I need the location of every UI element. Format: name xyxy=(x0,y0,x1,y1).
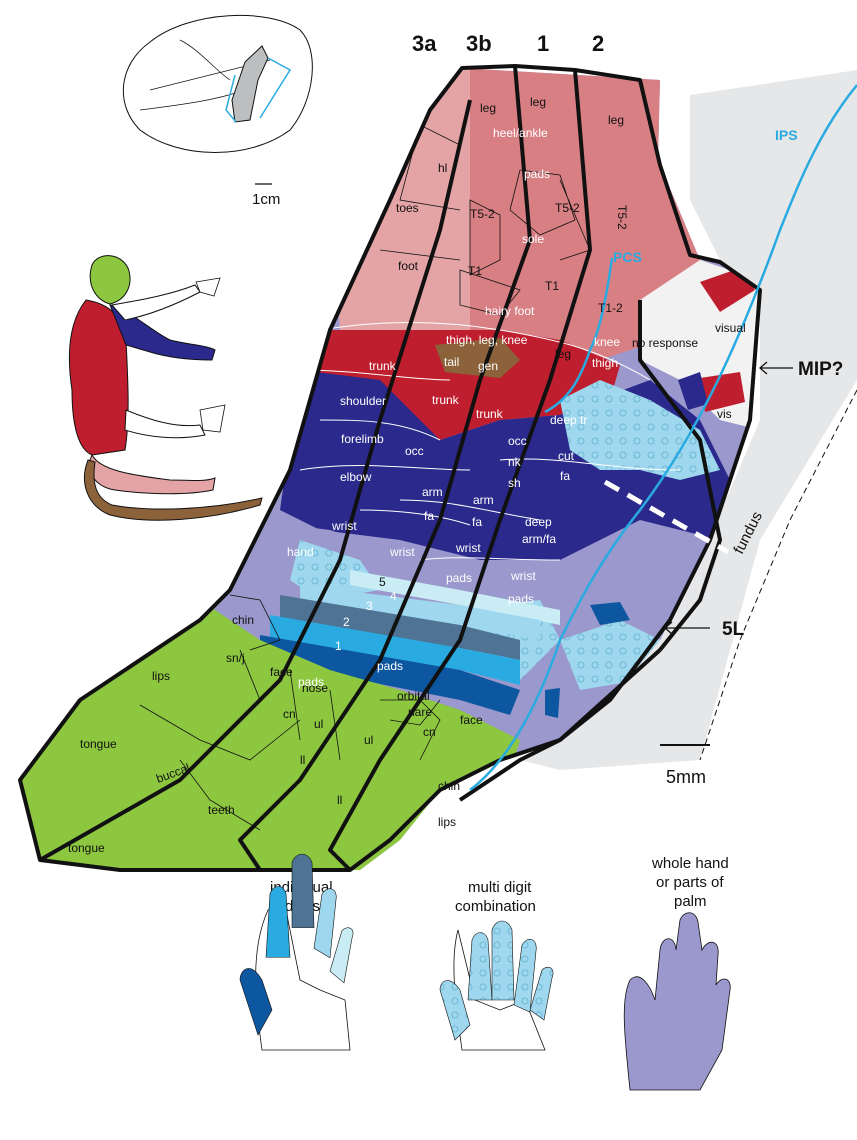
label-forelimb: forelimb xyxy=(341,432,384,446)
pcs-label: PCS xyxy=(613,249,642,265)
mip-label: MIP? xyxy=(798,359,843,380)
label-t52b: T5-2 xyxy=(555,201,580,215)
label-sh: sh xyxy=(508,476,521,490)
label-t1a: T1 xyxy=(468,264,482,278)
label-lips1: lips xyxy=(152,669,170,683)
label-wrist1: wrist xyxy=(331,519,357,533)
label-occ1: occ xyxy=(405,444,424,458)
label-deeptr: deep tr xyxy=(550,413,587,427)
label-tail: tail xyxy=(444,355,459,369)
label-t52c: T5-2 xyxy=(615,205,629,230)
legend-whole-hand: whole hand or parts of palm xyxy=(624,855,730,1090)
label-nk: nk xyxy=(508,455,522,469)
label-trunk2: trunk xyxy=(432,393,460,407)
label-deep: deep xyxy=(525,515,552,529)
label-hand: hand xyxy=(287,545,314,559)
label-pads5: pads xyxy=(377,659,403,673)
label-trunk3: trunk xyxy=(476,407,504,421)
label-t52a: T5-2 xyxy=(470,207,495,221)
label-chin2: chin xyxy=(438,779,460,793)
label-sole: sole xyxy=(522,232,544,246)
label-d5: 5 xyxy=(379,575,386,589)
label-fa3: fa xyxy=(472,515,482,529)
label-leg1: leg xyxy=(480,101,496,115)
label-visual: visual xyxy=(715,321,746,335)
label-armfa: arm/fa xyxy=(522,532,556,546)
label-d3: 3 xyxy=(366,599,373,613)
column-3b-header: 3b xyxy=(466,31,492,56)
map-scale-label: 5mm xyxy=(666,767,706,787)
5l-label: 5L xyxy=(722,619,745,640)
label-elbow: elbow xyxy=(340,470,372,484)
label-shoulder: shoulder xyxy=(340,394,386,408)
label-vis: vis xyxy=(717,407,732,421)
label-toes: toes xyxy=(396,201,419,215)
label-cut: cut xyxy=(558,449,575,463)
label-orbital: orbital xyxy=(397,689,430,703)
label-thigh: thigh xyxy=(592,356,618,370)
label-fa2: fa xyxy=(424,509,434,523)
legend-3-line1: whole hand xyxy=(651,855,729,872)
monkey-sketch xyxy=(69,256,262,521)
label-face2: face xyxy=(460,713,483,727)
label-nare: nare xyxy=(408,705,432,719)
label-heel: heel/ankle xyxy=(493,126,548,140)
label-pads-top: pads xyxy=(524,167,550,181)
legend-2-line2: combination xyxy=(455,898,536,915)
label-ll1: ll xyxy=(300,753,305,767)
ips-label: IPS xyxy=(775,127,798,143)
label-wrist4: wrist xyxy=(510,569,536,583)
label-face1: face xyxy=(270,665,293,679)
label-noresp: no response xyxy=(632,336,698,350)
label-cn1: cn xyxy=(283,707,296,721)
label-leg2: leg xyxy=(530,95,546,109)
label-wrist3: wrist xyxy=(455,541,481,555)
label-pads4: pads xyxy=(298,675,324,689)
label-hl: hl xyxy=(438,161,447,175)
label-t1b: T1 xyxy=(545,279,559,293)
label-leg3: leg xyxy=(608,113,624,127)
label-leg4: leg xyxy=(555,347,571,361)
label-hairy: hairy foot xyxy=(485,304,535,318)
legend-individual-digits: individual digits xyxy=(240,854,353,1050)
label-gen: gen xyxy=(478,359,498,373)
label-snj: sn/j xyxy=(226,651,245,665)
column-1-header: 1 xyxy=(537,31,549,56)
label-ul2: ul xyxy=(364,733,373,747)
label-fa1: fa xyxy=(560,469,570,483)
label-arm1: arm xyxy=(422,485,443,499)
label-d4: 4 xyxy=(390,589,397,603)
label-knee: knee xyxy=(594,335,620,349)
label-ul1: ul xyxy=(314,717,323,731)
label-tongue1: tongue xyxy=(80,737,117,751)
label-d2: 2 xyxy=(343,615,350,629)
label-d1: 1 xyxy=(335,639,342,653)
label-occ2: occ xyxy=(508,434,527,448)
label-thigh-leg-knee: thigh, leg, knee xyxy=(446,333,528,347)
label-lips2: lips xyxy=(438,815,456,829)
legend-2-line1: multi digit xyxy=(468,879,532,896)
brain-sketch xyxy=(123,15,312,152)
label-pads2: pads xyxy=(446,571,472,585)
darkblue-patch-2 xyxy=(545,688,560,718)
brain-scale-label: 1cm xyxy=(252,191,280,208)
label-chin1: chin xyxy=(232,613,254,627)
legend-3-line2: or parts of xyxy=(656,874,724,891)
label-cn2: cn xyxy=(423,725,436,739)
label-ll2: ll xyxy=(337,793,342,807)
label-foot: foot xyxy=(398,259,419,273)
column-3a-header: 3a xyxy=(412,31,437,56)
label-trunk1: trunk xyxy=(369,359,397,373)
label-t12: T1-2 xyxy=(598,301,623,315)
label-tongue2: tongue xyxy=(68,841,105,855)
label-arm2: arm xyxy=(473,493,494,507)
label-teeth: teeth xyxy=(208,803,235,817)
label-wrist2: wrist xyxy=(389,545,415,559)
legend-multi-digit: multi digit combination xyxy=(440,879,553,1050)
label-pads3: pads xyxy=(508,592,534,606)
legend-3-line3: palm xyxy=(674,893,707,910)
column-2-header: 2 xyxy=(592,31,604,56)
